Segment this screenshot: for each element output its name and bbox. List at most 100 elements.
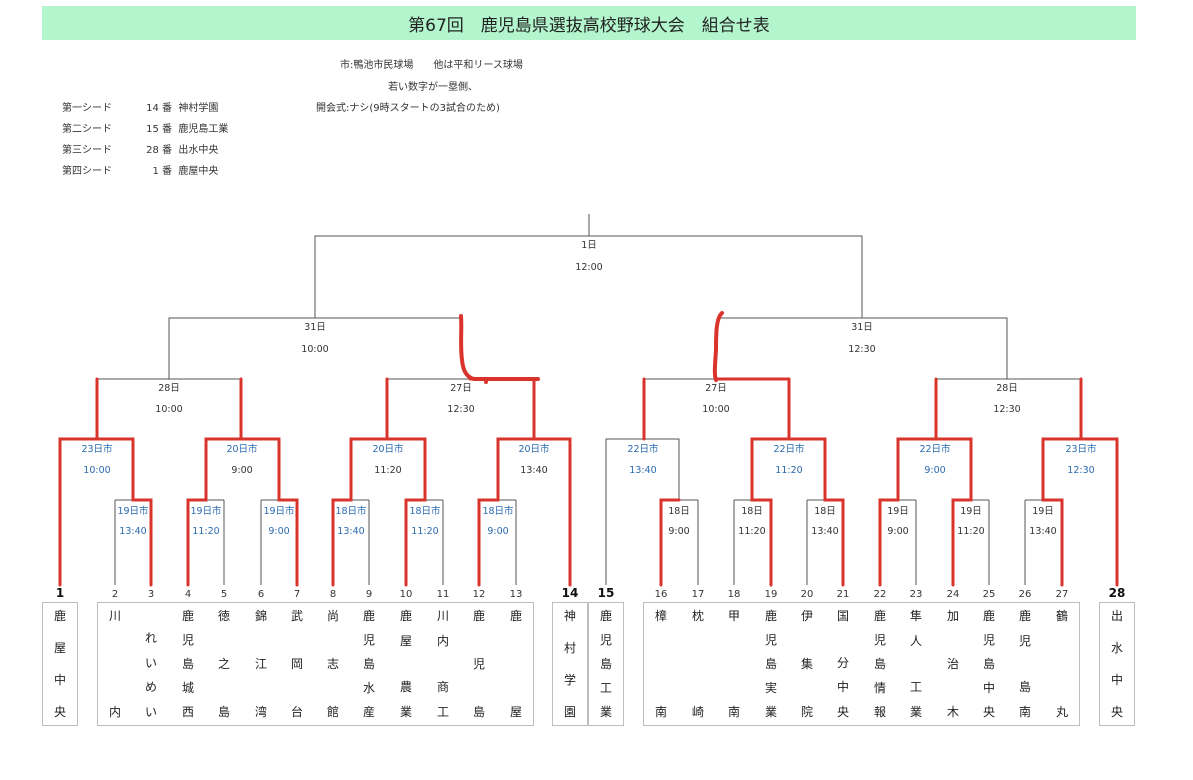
r3-1-date: 23日市 (81, 443, 113, 455)
team-name-char (259, 633, 263, 647)
team-name: 鹿児島工業 (588, 602, 624, 726)
team-name: 加 治 木 (935, 602, 971, 726)
team-name-char: 鹿 (399, 609, 412, 623)
team-number: 24 (947, 589, 960, 600)
team-name: 鹿児島情報 (862, 602, 898, 726)
qf1-time: 10:00 (155, 404, 182, 415)
team-name-char (331, 633, 335, 647)
team-name: 鹿 児 島 (461, 602, 497, 726)
team-name-char: 鹿 (873, 609, 886, 623)
team-name-char: 商 (436, 680, 449, 695)
team-name-char: 児 (181, 633, 194, 647)
r3-3-date: 20日市 (372, 443, 404, 455)
team-name-char: 鹿 (764, 609, 777, 623)
team-name-char (113, 657, 117, 671)
team-name-char: 鹿 (362, 609, 375, 623)
team-name-char (1060, 633, 1064, 647)
team-name-char: 央 (53, 705, 66, 719)
team-name-char: 業 (764, 705, 777, 719)
seed-number: 28 番 (146, 145, 172, 156)
team-name-char: 湾 (254, 705, 267, 719)
team-name-char: 崎 (691, 705, 704, 719)
team-name-char: 児 (1018, 633, 1031, 648)
team-box-group (588, 602, 624, 726)
team-name-char: 島 (599, 657, 612, 671)
team-name-char: 村 (563, 641, 576, 655)
seed-label: 第四シード (62, 166, 112, 177)
team-name: 隼人 工業 (898, 602, 934, 726)
team-number: 3 (148, 589, 154, 600)
r1-g-time: 9:00 (668, 526, 689, 537)
team-name-char: 島 (472, 705, 485, 719)
team-name-char: 江 (254, 657, 267, 671)
team-name-char: 神 (563, 609, 576, 623)
team-box-group (42, 602, 78, 726)
r1-j-date: 19日 (887, 506, 909, 517)
team-name: 武 岡 台 (279, 602, 315, 726)
team-name-char: 人 (909, 633, 922, 648)
team-name-char (259, 681, 263, 695)
team-name-char (295, 633, 299, 647)
team-name: 尚 志 館 (315, 602, 351, 726)
team-name-char: 学 (563, 673, 576, 687)
team-name-char: 島 (982, 657, 995, 671)
team-box-group (552, 602, 588, 726)
team-name-char: 農 (399, 680, 412, 695)
team-name-char: 水 (1110, 641, 1123, 655)
r3-1-time: 10:00 (83, 465, 110, 476)
team-name-char (1060, 657, 1064, 671)
team-box-group (97, 602, 534, 726)
r1-g-date: 18日 (668, 506, 690, 517)
team-name-char: 工 (909, 680, 922, 695)
team-name-char (914, 657, 918, 671)
team-name-char: 鹿 (53, 609, 66, 623)
team-name-char (659, 657, 663, 671)
team-name-char: 島 (181, 657, 194, 671)
team-name-char: 水 (362, 681, 375, 695)
team-name-char: 分 (836, 655, 849, 670)
team-name-char (951, 681, 955, 695)
team-name-char: 島 (873, 657, 886, 671)
team-name-char: 園 (563, 705, 576, 719)
team-name-char: 工 (436, 705, 449, 719)
team-name-char: 徳 (217, 609, 230, 623)
team-number: 6 (258, 589, 264, 600)
team-name: 出水中央 (1099, 602, 1135, 726)
team-name-char (732, 633, 736, 647)
r1-d-time: 13:40 (337, 526, 364, 537)
team-name-char: い (144, 705, 157, 719)
r3-2-time: 9:00 (231, 465, 252, 476)
team-name-char: 産 (362, 705, 375, 719)
team-name-char: 内 (108, 705, 121, 719)
team-name-char (222, 681, 226, 695)
r3-7-date: 22日市 (919, 443, 951, 455)
team-name-char: 児 (472, 657, 485, 671)
team-name-char: 児 (599, 633, 612, 647)
team-name-char: 児 (362, 633, 375, 647)
team-name-char: 南 (727, 705, 740, 719)
bracket-lines (97, 214, 1081, 585)
team-name-char: 屋 (399, 633, 412, 648)
seed-number: 1 番 (152, 166, 172, 177)
seed-label: 第一シード (62, 103, 112, 114)
team-name-char (1060, 680, 1064, 694)
team-name-char: 児 (982, 633, 995, 647)
team-number: 9 (366, 589, 372, 600)
team-name-char: 鹿 (599, 609, 612, 623)
r1-j-time: 9:00 (887, 526, 908, 537)
seed-label: 第二シード (62, 124, 112, 135)
team-name: 鹿屋中央 (42, 602, 78, 726)
team-name-char: 中 (1110, 673, 1123, 687)
team-name-char: 島 (764, 657, 777, 671)
qf4-date: 28日 (996, 383, 1018, 394)
team-name: 鹿児 島南 (1007, 602, 1043, 726)
team-number: 13 (510, 589, 523, 600)
r1-c-date: 19日市 (263, 505, 295, 517)
team-name-char: 屋 (53, 641, 66, 655)
team-name-char (732, 680, 736, 694)
r1-b-time: 11:20 (192, 526, 219, 537)
page-title: 第67回 鹿児島県選抜高校野球大会 組合せ表 (42, 6, 1136, 40)
r3-8-time: 12:30 (1067, 465, 1094, 476)
